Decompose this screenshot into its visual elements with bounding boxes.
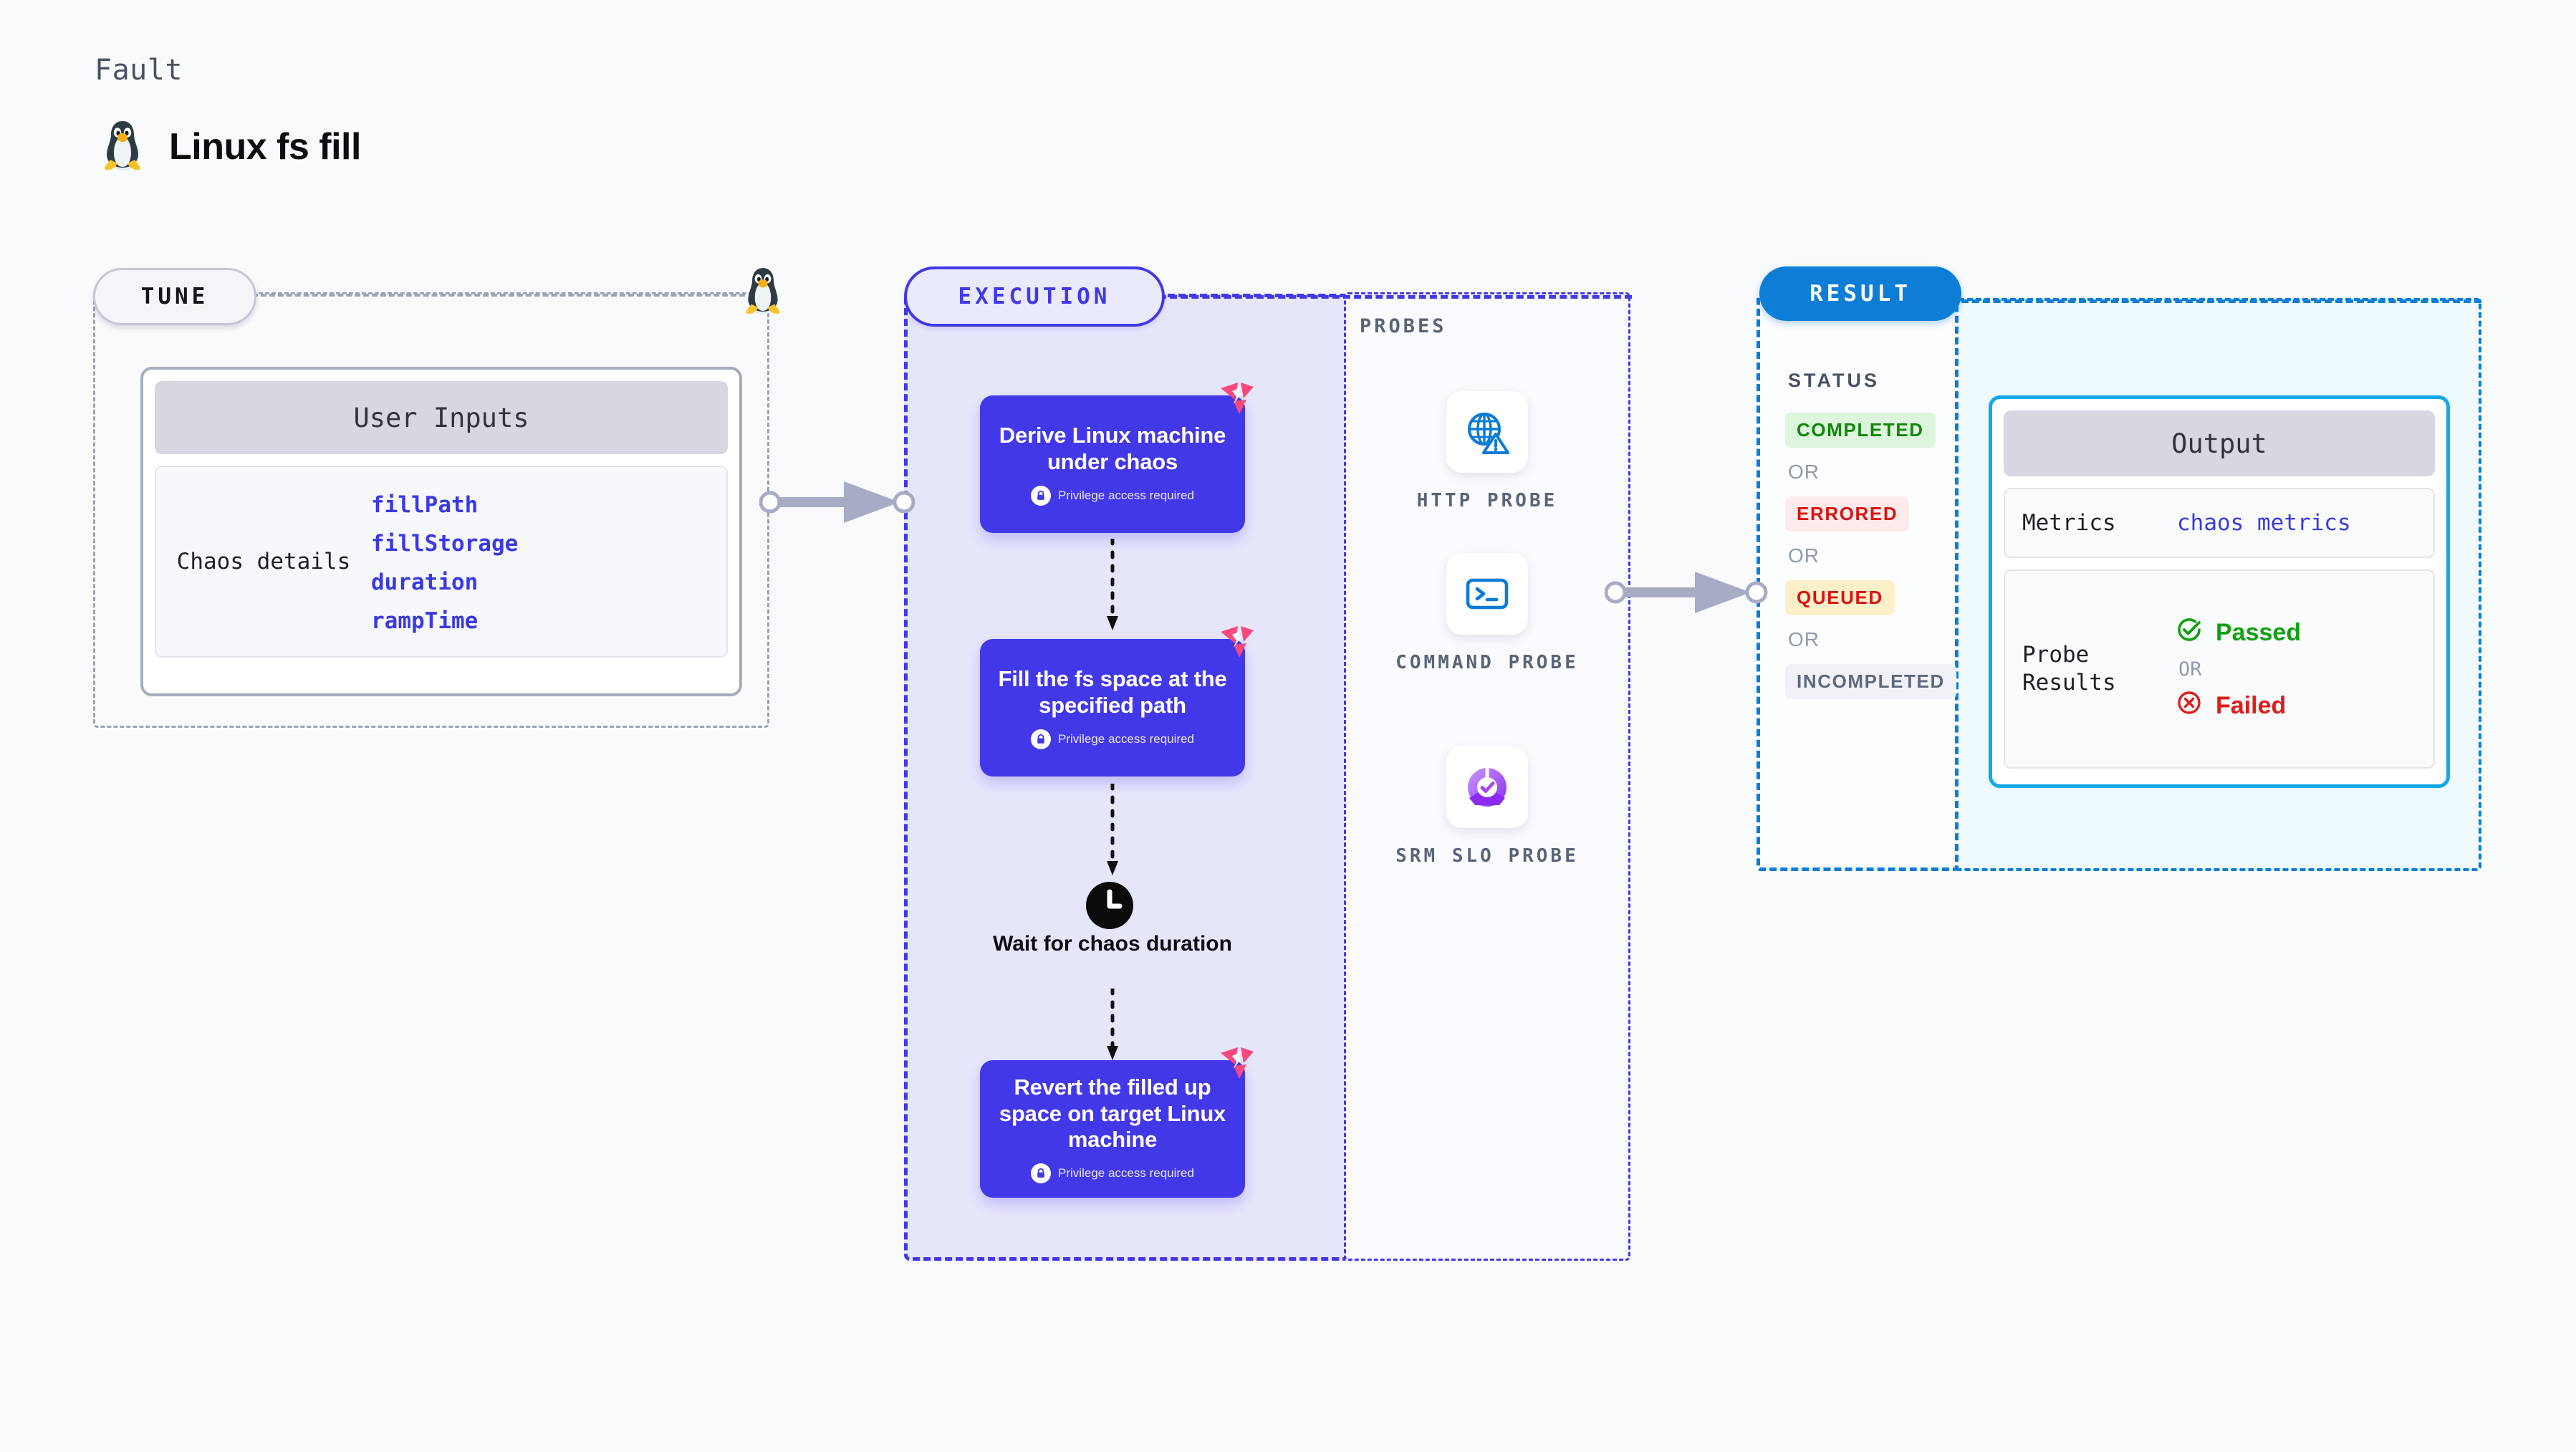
probe-item-http[interactable]: HTTP PROBE bbox=[1344, 391, 1630, 514]
globe-warning-icon bbox=[1446, 391, 1528, 473]
page-title: Linux fs fill bbox=[169, 125, 361, 168]
metrics-key: Metrics bbox=[2022, 509, 2116, 536]
status-options-list: COMPLETED OR ERRORED OR QUEUED OR INCOMP… bbox=[1785, 413, 1956, 699]
status-badge-incompleted: INCOMPLETED bbox=[1785, 664, 1956, 699]
verdict-failed: Failed bbox=[2176, 689, 2301, 723]
status-badge-errored: ERRORED bbox=[1785, 496, 1910, 532]
execution-node-title: Derive Linux machine under chaos bbox=[999, 423, 1226, 474]
status-or-1: OR bbox=[1788, 461, 1820, 483]
metrics-value[interactable]: chaos metrics bbox=[2177, 510, 2351, 536]
user-inputs-card: User Inputs Chaos details fillPath fillS… bbox=[140, 367, 742, 696]
execution-flow-arrow-3 bbox=[1105, 986, 1120, 1065]
chaos-param-duration[interactable]: duration bbox=[371, 569, 479, 595]
verdict-failed-label: Failed bbox=[2216, 691, 2287, 719]
lock-icon bbox=[1031, 485, 1052, 506]
lock-icon bbox=[1031, 729, 1052, 749]
execution-top-dotted-line bbox=[1159, 295, 1632, 299]
probe-label: HTTP PROBE bbox=[1416, 490, 1558, 511]
privilege-note: Privilege access required bbox=[1031, 485, 1194, 506]
user-inputs-title: User Inputs bbox=[155, 381, 728, 454]
clock-icon bbox=[1084, 880, 1135, 935]
probe-results-key: Probe Results bbox=[2022, 642, 2116, 696]
chaos-logo-icon bbox=[1216, 380, 1256, 420]
lock-icon bbox=[1031, 1163, 1052, 1183]
slo-donut-check-icon bbox=[1446, 746, 1528, 828]
chaos-details-section: Chaos details fillPath fillStorage durat… bbox=[155, 466, 728, 658]
fault-title-row: Linux fs fill bbox=[100, 118, 361, 175]
chaos-param-ramptime[interactable]: rampTime bbox=[371, 608, 479, 634]
output-metrics-row: Metrics chaos metrics bbox=[2004, 488, 2435, 558]
status-badge-completed: COMPLETED bbox=[1785, 413, 1936, 448]
chaos-logo-icon bbox=[1216, 1044, 1256, 1085]
fault-kicker-label: Fault bbox=[95, 54, 183, 87]
execution-node-title: Fill the fs space at the specified path bbox=[998, 666, 1227, 718]
result-stage-badge[interactable]: RESULT bbox=[1759, 266, 1961, 321]
privilege-note: Privilege access required bbox=[1031, 729, 1194, 749]
verdict-or: OR bbox=[2178, 658, 2202, 681]
probe-label: SRM SLO PROBE bbox=[1395, 845, 1579, 867]
output-title: Output bbox=[2004, 410, 2435, 476]
status-or-3: OR bbox=[1788, 628, 1820, 650]
tune-stage-badge[interactable]: TUNE bbox=[93, 268, 256, 325]
probe-label: COMMAND PROBE bbox=[1395, 652, 1579, 673]
privilege-text: Privilege access required bbox=[1058, 731, 1194, 746]
cross-circle-icon bbox=[2176, 689, 2203, 723]
chaos-param-fillpath[interactable]: fillPath bbox=[371, 492, 479, 518]
status-title: STATUS bbox=[1788, 370, 1880, 391]
status-or-2: OR bbox=[1788, 544, 1820, 567]
probe-item-command[interactable]: COMMAND PROBE bbox=[1344, 553, 1630, 675]
linux-penguin-icon bbox=[100, 118, 145, 175]
probes-title: PROBES bbox=[1360, 315, 1447, 337]
status-badge-queued: QUEUED bbox=[1785, 580, 1895, 615]
execution-node-fill[interactable]: Fill the fs space at the specified path … bbox=[980, 626, 1254, 777]
chaos-params-list: fillPath fillStorage duration rampTime bbox=[371, 489, 518, 634]
verdict-passed: Passed bbox=[2176, 616, 2301, 650]
chaos-param-fillstorage[interactable]: fillStorage bbox=[371, 531, 519, 557]
probe-results-values: Passed OR Failed bbox=[2143, 616, 2301, 723]
check-circle-icon bbox=[2176, 616, 2203, 650]
wait-step-label: Wait for chaos duration bbox=[993, 932, 1232, 956]
terminal-icon bbox=[1446, 553, 1528, 635]
execution-node-revert[interactable]: Revert the filled up space on target Lin… bbox=[980, 1047, 1254, 1198]
privilege-text: Privilege access required bbox=[1058, 1165, 1194, 1180]
privilege-text: Privilege access required bbox=[1058, 488, 1194, 502]
chaos-logo-icon bbox=[1216, 623, 1256, 664]
verdict-passed-label: Passed bbox=[2216, 618, 2302, 646]
result-top-dotted-line bbox=[1961, 299, 2481, 303]
chaos-details-label: Chaos details bbox=[176, 549, 351, 574]
execution-flow-arrow-2 bbox=[1105, 782, 1120, 880]
execution-flow-arrow-1 bbox=[1105, 537, 1120, 635]
execution-node-derive[interactable]: Derive Linux machine under chaos Privile… bbox=[980, 383, 1254, 533]
probe-item-srm-slo[interactable]: SRM SLO PROBE bbox=[1344, 746, 1630, 869]
output-card: Output Metrics chaos metrics Probe Resul… bbox=[1989, 395, 2450, 788]
tune-to-execution-arrow bbox=[759, 476, 917, 532]
output-probe-results-row: Probe Results Passed OR bbox=[2004, 569, 2435, 769]
privilege-note: Privilege access required bbox=[1031, 1163, 1194, 1183]
execution-node-title: Revert the filled up space on target Lin… bbox=[999, 1074, 1226, 1153]
linux-penguin-connector-icon bbox=[742, 265, 784, 319]
tune-top-dotted-line bbox=[252, 294, 745, 297]
probes-to-result-arrow bbox=[1604, 566, 1769, 622]
execution-stage-badge[interactable]: EXECUTION bbox=[904, 266, 1165, 327]
